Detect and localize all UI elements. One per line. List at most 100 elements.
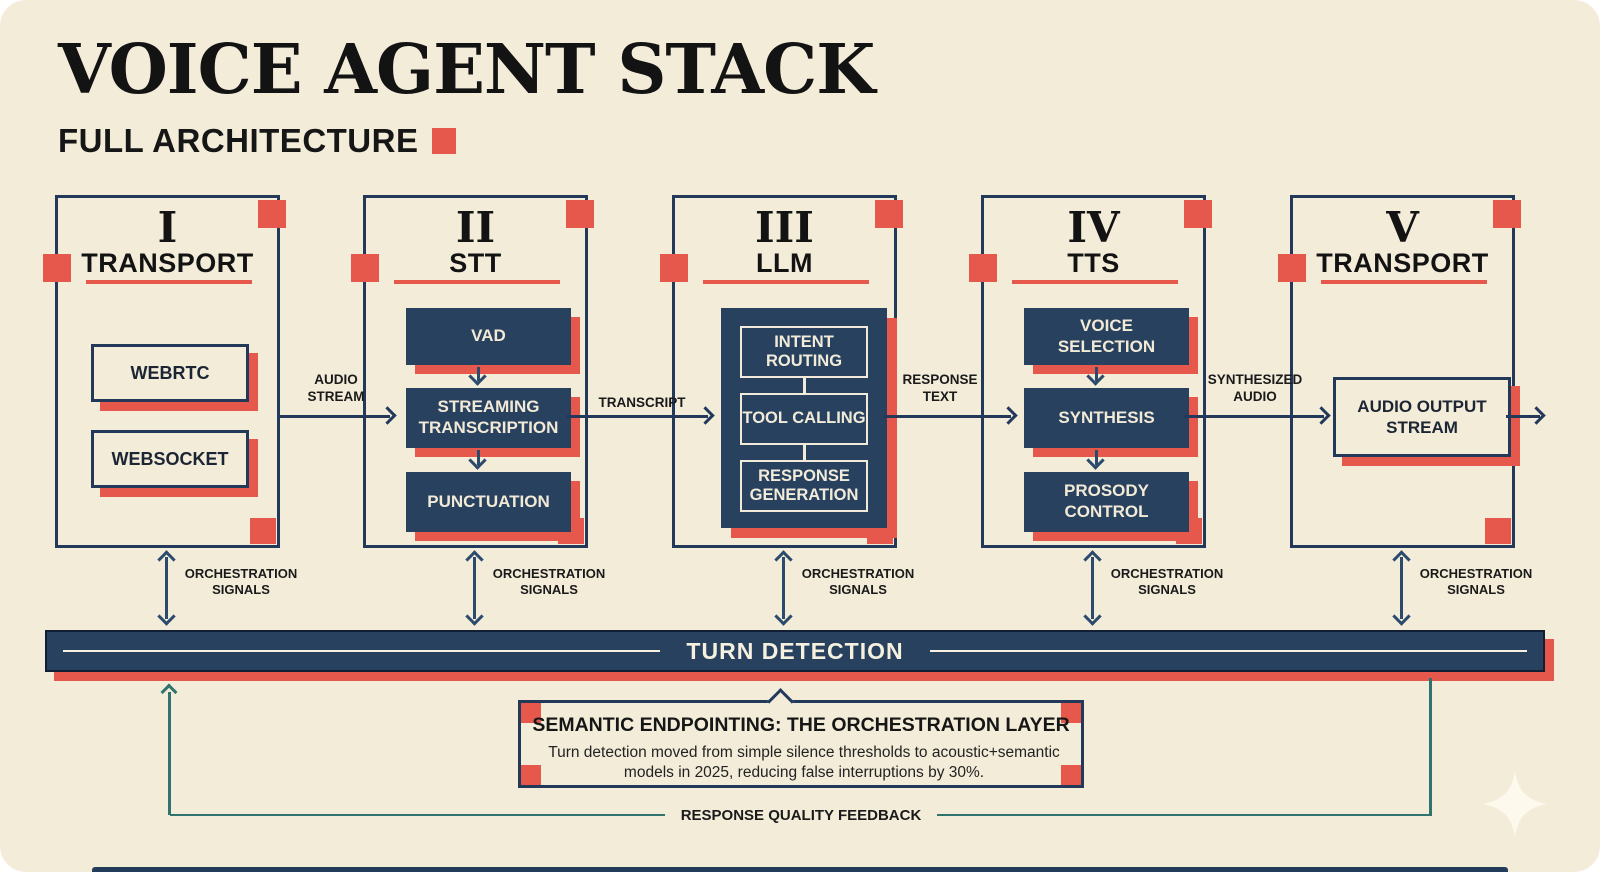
corner-square-icon (1485, 518, 1511, 544)
bottom-edge-bar (92, 867, 1508, 872)
corner-square-icon (875, 200, 903, 228)
corner-square-icon (566, 200, 594, 228)
arrow-down-icon (774, 607, 793, 626)
stage-name: STT (449, 248, 502, 278)
corner-square-icon (250, 518, 276, 544)
node-audio-output-stream: AUDIO OUTPUT STREAM (1333, 377, 1511, 457)
stage-underline (86, 280, 252, 284)
arrow-up-icon (1083, 550, 1102, 569)
arrow-right-icon (1527, 406, 1546, 425)
flow-line (566, 415, 708, 418)
flow-label-transcript: TRANSCRIPT (598, 395, 686, 410)
feedback-line (1429, 678, 1432, 815)
connector-line (1095, 450, 1098, 465)
arrow-down-icon (468, 367, 487, 386)
stage-column-stt: II STT VAD STREAMING TRANSCRIPTION PUNCT… (351, 195, 594, 548)
arrow-down-icon (1083, 607, 1102, 626)
stage-column-llm: III LLM INTENT ROUTING TOOL CALLING RESP… (660, 195, 903, 548)
arrow-down-icon (157, 607, 176, 626)
stage-underline (1321, 280, 1487, 284)
node-tool-calling: TOOL CALLING (740, 393, 868, 445)
rule-line (170, 813, 665, 817)
node-response-generation: RESPONSE GENERATION (740, 460, 868, 512)
arrow-up-icon (157, 550, 176, 569)
node-prosody-control: PROSODY CONTROL (1024, 472, 1189, 532)
corner-square-icon (351, 254, 379, 282)
node-webrtc: WEBRTC (91, 344, 249, 402)
corner-square-icon (969, 254, 997, 282)
flow-label-synthesized-audio: SYNTHESIZED AUDIO (1207, 372, 1303, 404)
corner-square-icon (258, 200, 286, 228)
accent-square-icon (432, 128, 457, 154)
callout-body: Turn detection moved from simple silence… (548, 744, 1060, 782)
flow-line (1184, 415, 1324, 418)
corner-square-icon (1493, 200, 1521, 228)
stage-name: TRANSPORT (81, 248, 254, 278)
corner-square-icon (1061, 765, 1081, 785)
corner-square-icon (660, 254, 688, 282)
llm-group-box: INTENT ROUTING TOOL CALLING RESPONSE GEN… (721, 308, 887, 528)
stage-column-transport-out: V TRANSPORT AUDIO OUTPUT STREAM (1278, 195, 1521, 548)
stage-underline (703, 280, 869, 284)
arrow-up-icon (1392, 550, 1411, 569)
node-voice-selection: VOICE SELECTION (1024, 308, 1189, 365)
connector-line (802, 445, 806, 460)
orchestration-arrow (473, 557, 476, 619)
node-streaming-transcription: STREAMING TRANSCRIPTION (406, 388, 571, 448)
arrow-down-icon (465, 607, 484, 626)
orchestration-arrow (1400, 557, 1403, 619)
corner-square-icon (43, 254, 71, 282)
feedback-label: RESPONSE QUALITY FEEDBACK (680, 806, 922, 824)
node-synthesis: SYNTHESIS (1024, 388, 1189, 448)
corner-square-icon (521, 765, 541, 785)
arrow-up-icon (160, 683, 178, 701)
corner-square-icon (1184, 200, 1212, 228)
stage-numeral: V (1386, 203, 1419, 252)
callout-pointer-icon (767, 688, 794, 715)
stage-column-transport-in: I TRANSPORT WEBRTC WEBSOCKET (43, 195, 286, 548)
flow-label-response-text: RESPONSE TEXT (902, 372, 978, 404)
stage-underline (394, 280, 560, 284)
arrow-down-icon (1086, 451, 1105, 470)
sparkle-icon (1483, 772, 1547, 836)
corner-square-icon (1278, 254, 1306, 282)
node-punctuation: PUNCTUATION (406, 472, 571, 532)
flow-line (1506, 415, 1540, 418)
node-websocket: WEBSOCKET (91, 430, 249, 488)
stage-name: TTS (1067, 248, 1120, 278)
arrow-down-icon (1392, 607, 1411, 626)
feedback-row: RESPONSE QUALITY FEEDBACK (170, 806, 1432, 824)
turn-detection-label: TURN DETECTION (686, 637, 904, 664)
turn-detection-bar: TURN DETECTION (45, 630, 1545, 672)
corner-square-icon (521, 703, 541, 723)
stage-numeral: I (157, 203, 178, 252)
stage-underline (1012, 280, 1178, 284)
arrow-down-icon (468, 451, 487, 470)
stage-numeral: IV (1067, 203, 1120, 252)
stage-numeral: II (455, 203, 496, 252)
arrow-down-icon (1086, 367, 1105, 386)
arrow-up-icon (465, 550, 484, 569)
subtitle-row: FULL ARCHITECTURE (58, 122, 457, 160)
orchestration-label: ORCHESTRATION SIGNALS (184, 566, 298, 598)
flow-label-audio-stream: AUDIO STREAM (307, 372, 365, 404)
orchestration-arrow (165, 557, 168, 619)
flow-line (883, 415, 1011, 418)
callout-title: SEMANTIC ENDPOINTING: THE ORCHESTRATION … (532, 714, 1070, 736)
rule-line (929, 649, 1528, 653)
orchestration-label: ORCHESTRATION SIGNALS (1419, 566, 1533, 598)
rule-line (63, 649, 661, 653)
node-vad: VAD (406, 308, 571, 365)
connector-line (477, 367, 480, 381)
orchestration-label: ORCHESTRATION SIGNALS (1110, 566, 1224, 598)
orchestration-arrow (782, 557, 785, 619)
stage-name: TRANSPORT (1316, 248, 1489, 278)
corner-square-icon (1061, 703, 1081, 723)
arrow-up-icon (774, 550, 793, 569)
rule-line (937, 813, 1432, 817)
page-subtitle: FULL ARCHITECTURE (58, 122, 419, 159)
orchestration-label: ORCHESTRATION SIGNALS (492, 566, 606, 598)
orchestration-label: ORCHESTRATION SIGNALS (801, 566, 915, 598)
stage-numeral: III (755, 203, 814, 252)
